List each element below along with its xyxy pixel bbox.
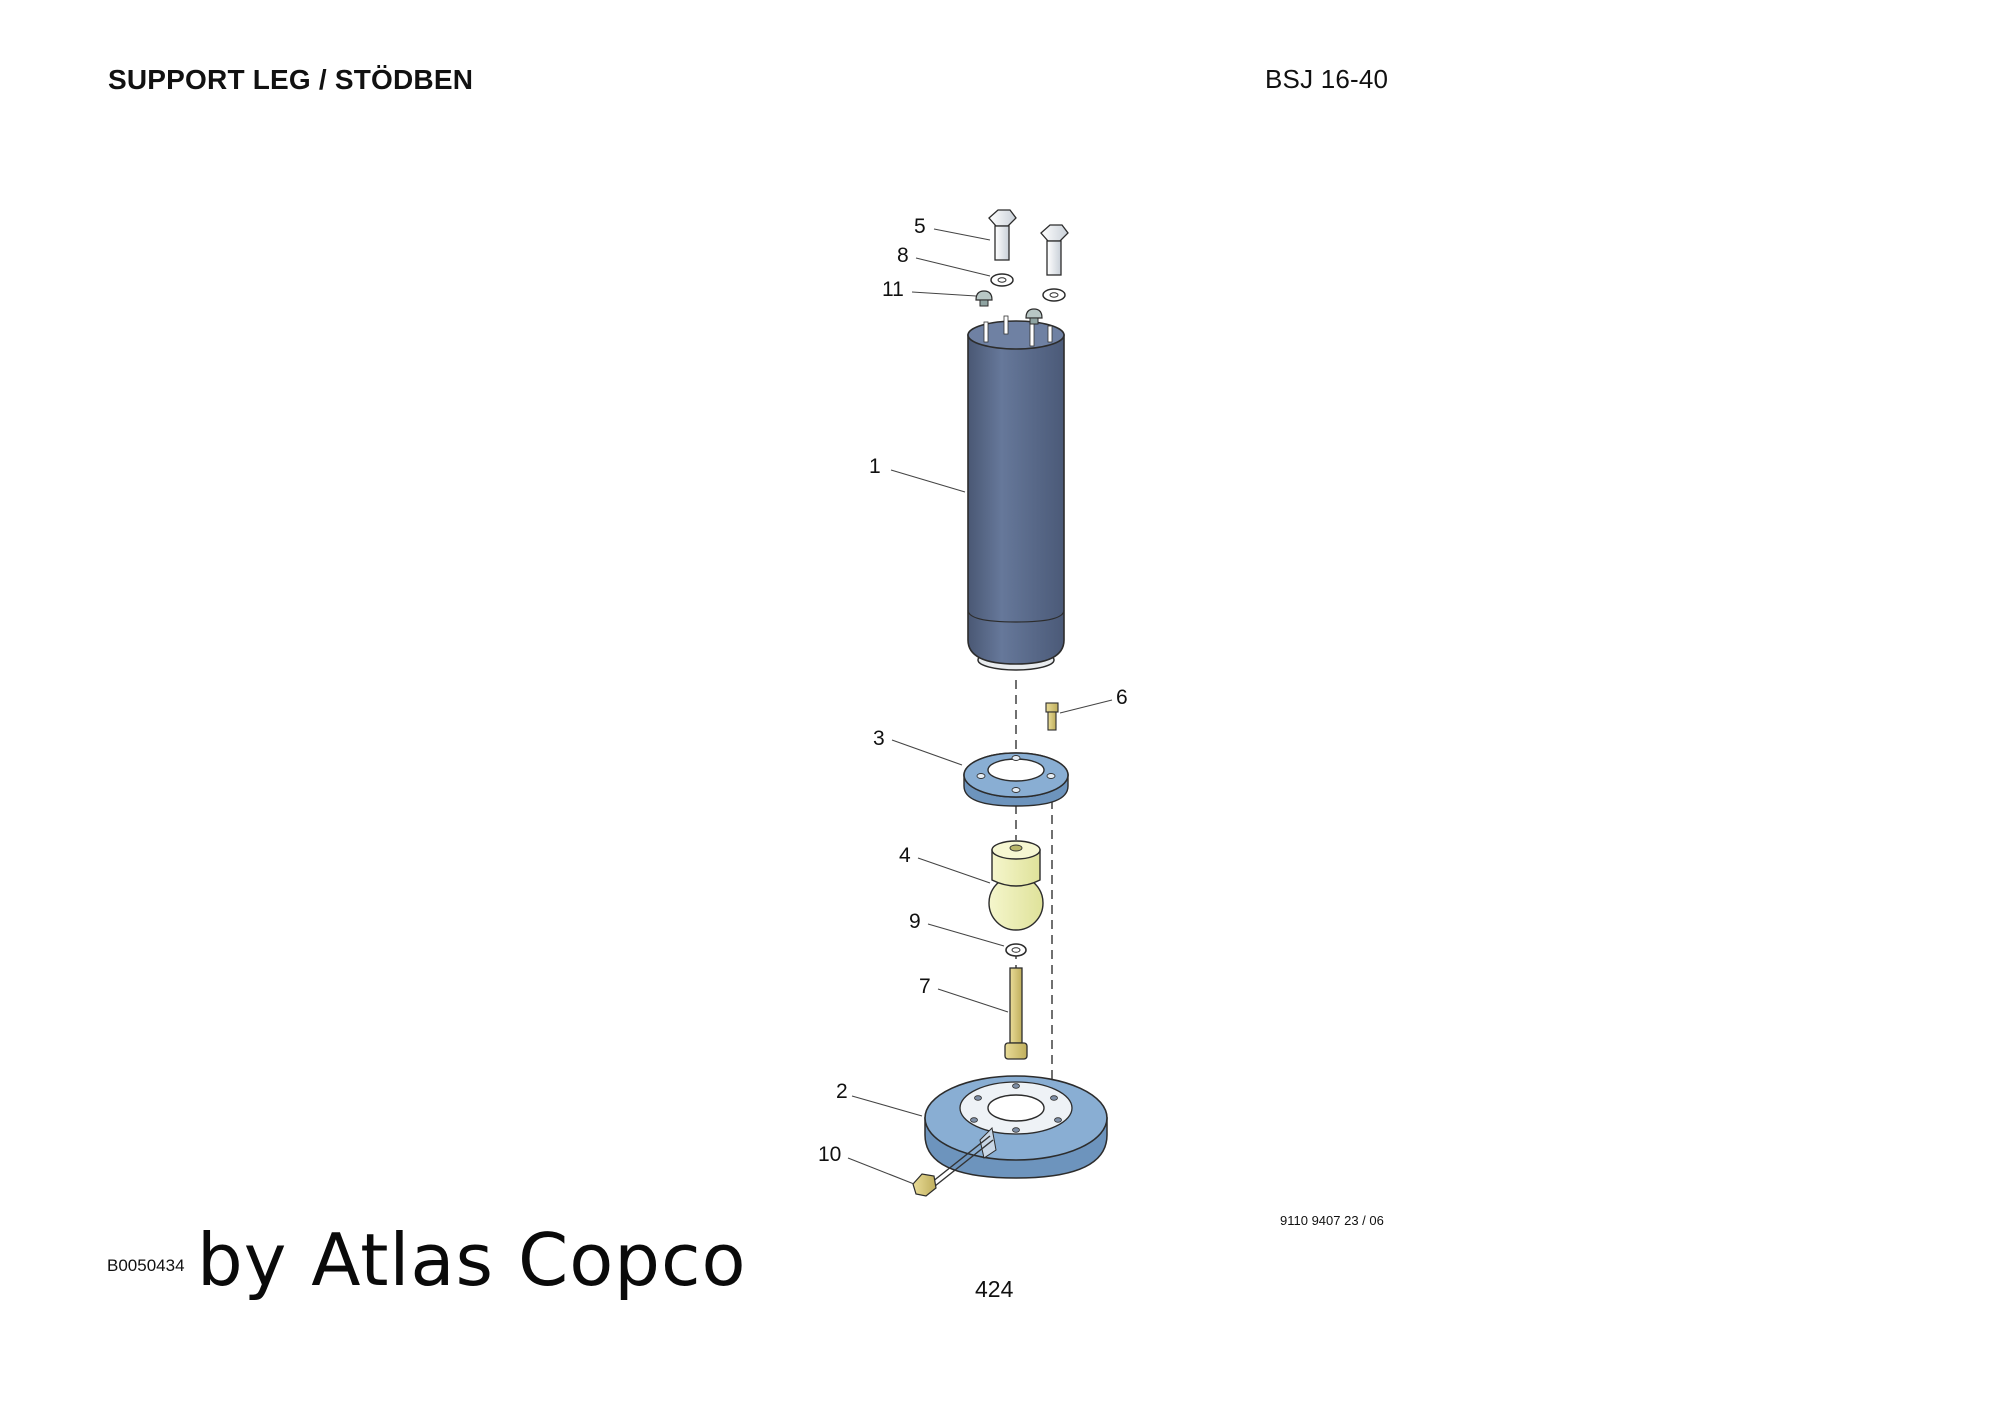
- callout-labels: 1 2 3 4 5 6 7 8 9 10 11: [818, 215, 1128, 1166]
- callout-5: 5: [914, 215, 926, 238]
- image-code: B0050434: [107, 1256, 185, 1275]
- callout-3: 3: [873, 727, 885, 750]
- part-1-cylinder: [967, 315, 1065, 671]
- callout-leaders: [847, 228, 1113, 1185]
- part-8-washers: [990, 273, 1066, 302]
- part-5-bolts: [988, 209, 1069, 276]
- callout-7: 7: [919, 975, 931, 998]
- callout-2: 2: [836, 1080, 848, 1103]
- callout-10: 10: [818, 1143, 841, 1166]
- document-number: 9110 9407 23 / 06: [1280, 1213, 1384, 1228]
- part-11-plugs: [975, 290, 1043, 325]
- callout-6: 6: [1116, 686, 1128, 709]
- page-title: SUPPORT LEG / STÖDBEN: [108, 64, 474, 95]
- part-3-flange: [963, 752, 1069, 807]
- part-10-nipple: [912, 1135, 994, 1197]
- callout-1: 1: [869, 455, 881, 478]
- page-number: 424: [975, 1276, 1014, 1302]
- watermark-text: by Atlas Copco: [197, 1218, 747, 1302]
- part-2-base-plate: [924, 1075, 1108, 1179]
- part-6-screw: [1045, 702, 1059, 731]
- callout-4: 4: [899, 844, 911, 867]
- model-label: BSJ 16-40: [1265, 64, 1389, 94]
- part-7-screw: [1004, 967, 1028, 1060]
- callout-11: 11: [882, 278, 904, 301]
- part-9-washer: [1005, 943, 1027, 957]
- part-4-ball-joint: [988, 840, 1044, 931]
- callout-8: 8: [897, 244, 909, 267]
- callout-9: 9: [909, 910, 921, 933]
